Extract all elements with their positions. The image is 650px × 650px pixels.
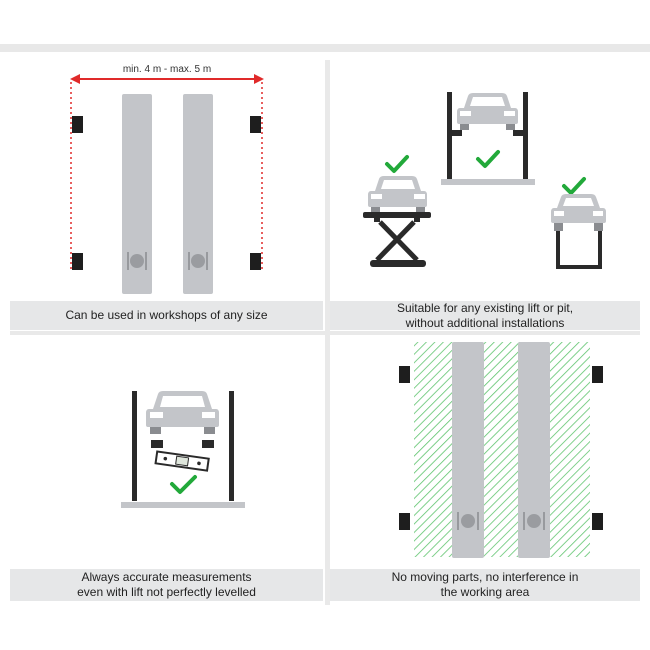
horizontal-divider xyxy=(10,331,640,335)
panel-no-moving-parts xyxy=(330,336,642,566)
sensor-icon xyxy=(250,253,261,270)
sensor-icon xyxy=(399,366,410,383)
wheel-clamp-icon xyxy=(127,252,147,270)
panel-workshop-size: min. 4 m - max. 5 m xyxy=(10,60,322,300)
caption-lift-or-pit: Suitable for any existing lift or pit, w… xyxy=(330,301,640,330)
sensor-icon xyxy=(399,513,410,530)
caption-line: Can be used in workshops of any size xyxy=(65,308,268,322)
two-post-lift xyxy=(121,391,245,508)
car-front-icon xyxy=(368,176,427,212)
sensor-icon xyxy=(250,116,261,133)
caption-workshop-size: Can be used in workshops of any size xyxy=(10,301,323,330)
panel-accurate-measurements xyxy=(10,336,322,566)
check-icon xyxy=(170,475,197,494)
lift-types-diagram xyxy=(363,92,606,269)
runway-left xyxy=(122,94,152,294)
caption-accurate-measurements: Always accurate measurements even with l… xyxy=(10,569,323,601)
two-post-lift xyxy=(441,92,535,185)
spirit-level-icon xyxy=(154,450,210,472)
dimension-label: min. 4 m - max. 5 m xyxy=(123,64,211,75)
runway-right xyxy=(518,342,550,558)
scissor-lift xyxy=(363,212,431,267)
wheel-clamp-icon xyxy=(188,252,208,270)
working-area-diagram xyxy=(399,342,603,558)
panel-lift-or-pit xyxy=(330,60,642,300)
caption-line: No moving parts, no interference in xyxy=(391,570,579,584)
dimension-arrow-left-icon xyxy=(70,74,80,84)
wheel-clamp-icon xyxy=(457,512,479,530)
sensor-icon xyxy=(72,116,83,133)
car-front-icon xyxy=(457,93,518,130)
car-front-icon xyxy=(146,391,219,434)
workshop-size-diagram: min. 4 m - max. 5 m xyxy=(70,64,264,294)
pit-outline xyxy=(556,231,602,269)
caption-line: without additional installations xyxy=(405,315,565,330)
caption-line: the working area xyxy=(440,585,530,599)
sensor-icon xyxy=(72,253,83,270)
check-icon xyxy=(385,155,409,173)
level-diagram xyxy=(121,391,245,508)
wheel-clamp-icon xyxy=(523,512,545,530)
car-front-icon xyxy=(551,194,606,231)
caption-no-moving-parts: No moving parts, no interference in the … xyxy=(330,569,640,601)
caption-line: Always accurate measurements xyxy=(81,570,252,584)
check-icon xyxy=(562,177,586,195)
runway-left xyxy=(452,342,484,558)
dimension-arrow-right-icon xyxy=(254,74,264,84)
runway-right xyxy=(183,94,213,294)
check-icon xyxy=(476,150,500,168)
caption-line: Suitable for any existing lift or pit, xyxy=(396,300,574,315)
caption-line: even with lift not perfectly levelled xyxy=(77,585,256,599)
sensor-icon xyxy=(592,366,603,383)
working-area-hatch xyxy=(414,342,590,557)
sensor-icon xyxy=(592,513,603,530)
top-divider xyxy=(0,44,650,52)
